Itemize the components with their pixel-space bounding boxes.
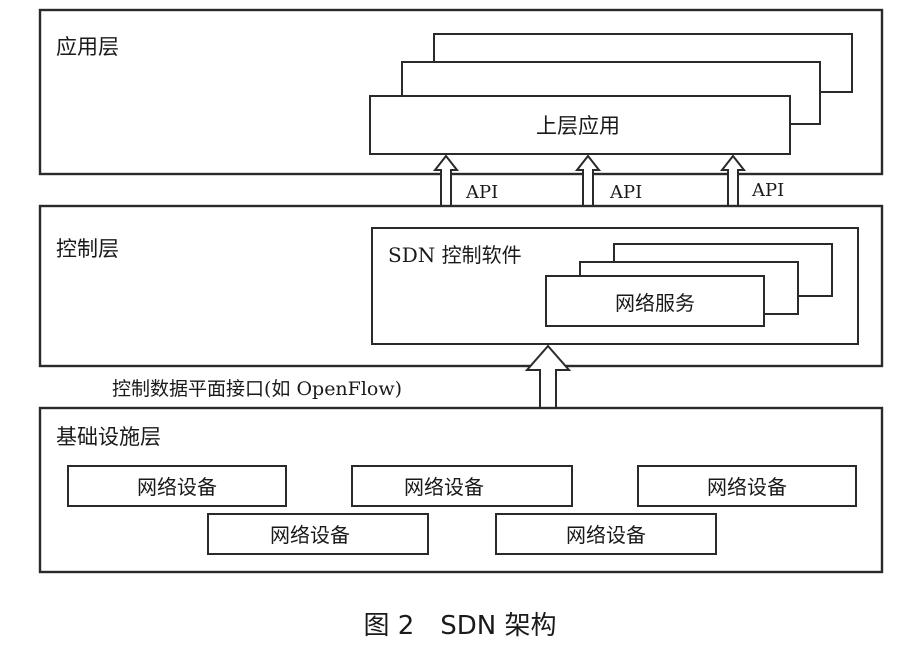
api-label-3: API bbox=[751, 180, 784, 201]
network-device-label-2: 网络设备 bbox=[404, 475, 484, 499]
infrastructure-layer: 基础设施层 网络设备 网络设备 网络设备 网络设备 网络设备 bbox=[38, 406, 884, 574]
network-device-label-5: 网络设备 bbox=[566, 523, 646, 547]
figure-caption: 图 2 SDN 架构 bbox=[363, 611, 556, 641]
network-device-label-3: 网络设备 bbox=[707, 475, 787, 499]
upper-app-box bbox=[369, 95, 791, 155]
infrastructure-layer-title: 基础设施层 bbox=[56, 425, 161, 449]
network-device-1 bbox=[67, 465, 287, 507]
control-layer: 控制层 SDN 控制软件 网络服务 bbox=[38, 204, 884, 368]
network-device-label-4: 网络设备 bbox=[270, 523, 350, 547]
application-layer: 应用层 上层应用 bbox=[38, 8, 884, 176]
southbound-interface-label: 控制数据平面接口(如 OpenFlow) bbox=[112, 378, 402, 400]
network-device-2 bbox=[351, 465, 573, 507]
network-device-5 bbox=[495, 513, 717, 555]
application-layer-title: 应用层 bbox=[56, 35, 119, 59]
sdn-controller-label: SDN 控制软件 bbox=[388, 243, 522, 267]
api-label-1: API bbox=[465, 182, 498, 203]
api-arrows: API API API bbox=[432, 154, 784, 228]
network-service-box bbox=[545, 275, 765, 327]
api-label-2: API bbox=[609, 182, 642, 203]
control-layer-title: 控制层 bbox=[56, 237, 119, 261]
network-device-label-1: 网络设备 bbox=[137, 475, 217, 499]
upper-app-label: 上层应用 bbox=[536, 114, 620, 138]
network-device-4 bbox=[207, 513, 429, 555]
network-service-label: 网络服务 bbox=[615, 291, 695, 315]
network-device-3 bbox=[637, 465, 857, 507]
